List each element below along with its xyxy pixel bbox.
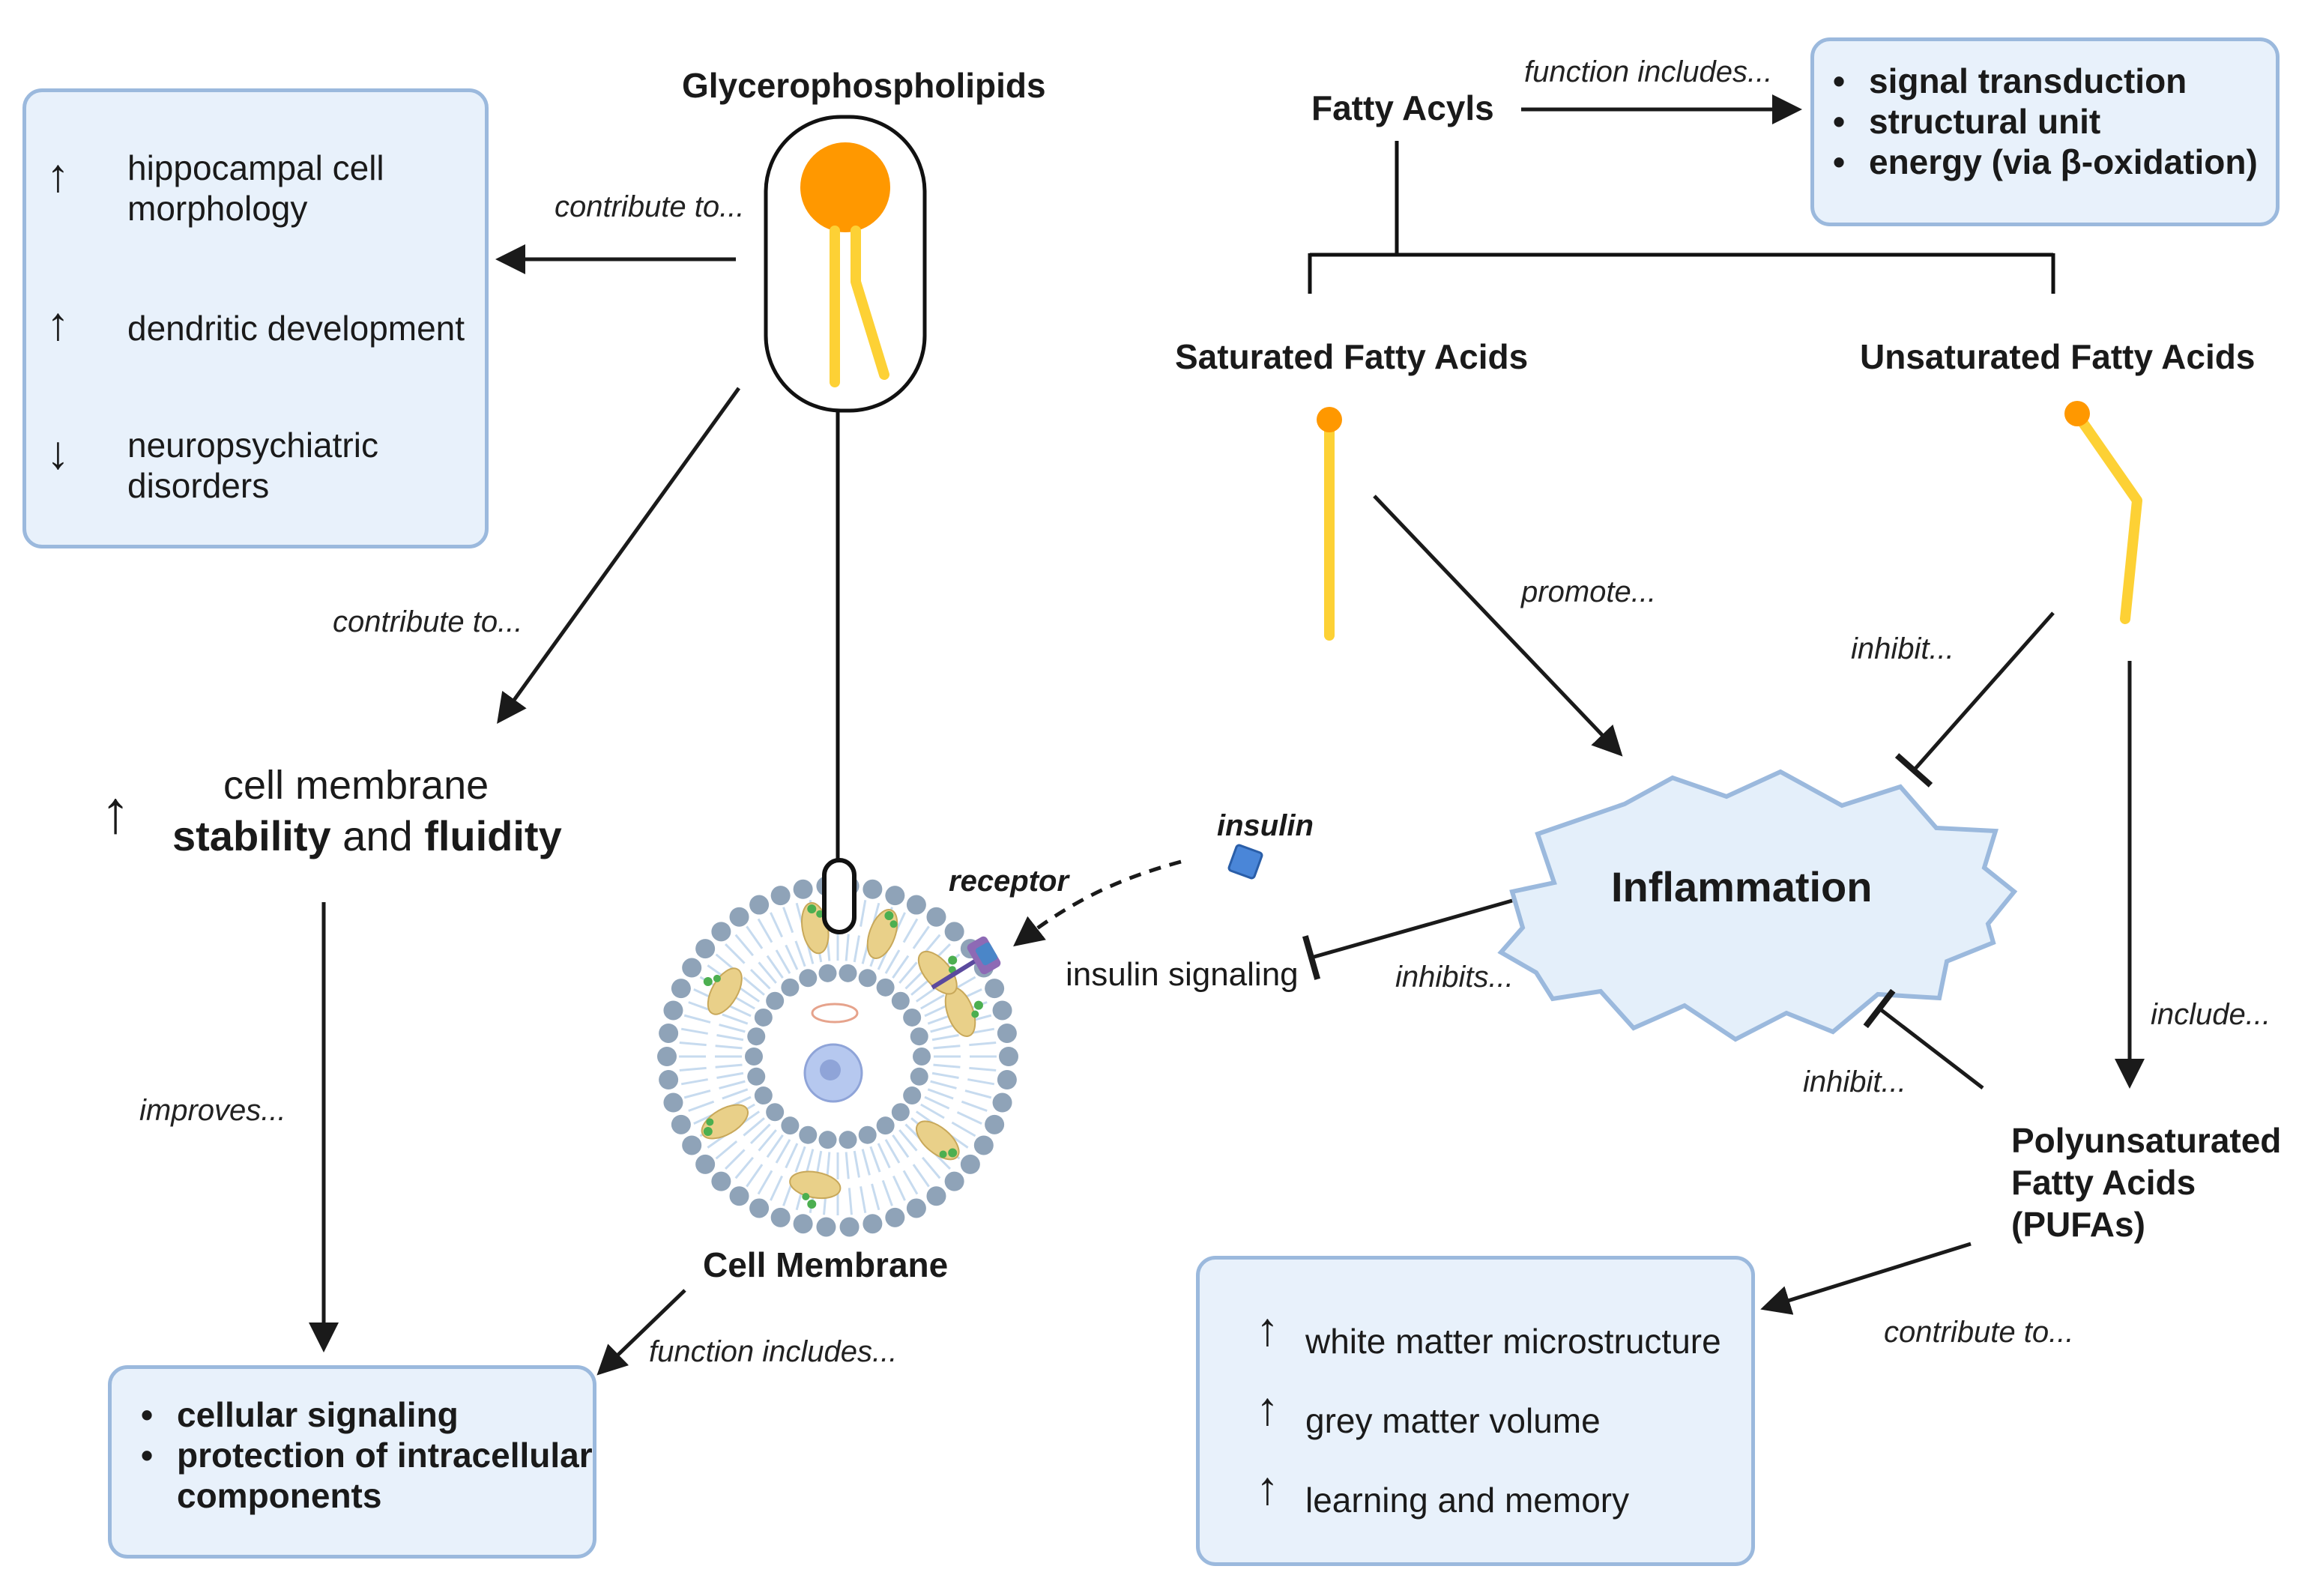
promote-label: promote... [1521,575,1657,608]
hippocampal-item-1-line2: morphology [127,189,308,228]
hippocampal-effects-box [22,88,489,548]
brain-item-2: grey matter volume [1305,1401,1601,1440]
unsaturated-title: Unsaturated Fatty Acids [1860,337,2256,376]
fatty-acyls-branch [1308,141,2055,294]
acyl-function-3: energy (via β-oxidation) [1833,141,2258,183]
hippocampal-item-3-line1: neuropsychiatric [127,426,378,465]
cell-function-1: cellular signaling [141,1394,459,1436]
up-arrow-icon: ↑ [46,298,70,350]
glyco-contribute-label-1: contribute to... [555,190,745,223]
fluidity-word: fluidity [424,812,562,859]
cell-membrane-function-label: function includes... [649,1335,898,1368]
hippocampal-item-3-line2: disorders [127,466,270,505]
arrow-glyco-to-membrane [497,387,741,725]
cell-membrane-title: Cell Membrane [703,1245,949,1284]
up-arrow-icon: ↑ [1256,1304,1279,1355]
unsaturated-fatty-acid-icon [2064,401,2142,624]
arrow-pufas-contribute [1760,1242,1972,1315]
down-arrow-icon: ↓ [46,427,70,479]
up-arrow-icon: ↑ [100,779,130,845]
membrane-stability-line2: stability and fluidity [172,811,562,862]
fatty-acyls-title: Fatty Acyls [1311,88,1494,127]
arrow-saturated-promote [1373,495,1623,757]
up-arrow-icon: ↑ [1256,1383,1279,1435]
cell-function-2: protection of intracellular [141,1434,593,1476]
up-arrow-icon: ↑ [46,150,70,202]
brain-effects-box [1196,1256,1755,1566]
brain-item-3: learning and memory [1305,1481,1630,1520]
pufa-line2: Fatty Acids [2011,1163,2196,1202]
cell-function-2-cont: components [177,1476,382,1515]
improves-label: improves... [139,1094,286,1127]
include-label: include... [2151,998,2271,1031]
saturated-title: Saturated Fatty Acids [1175,337,1529,376]
receptor-icon [931,936,1001,990]
pufa-line3: (PUFAs) [2011,1205,2145,1244]
pufa-contribute-label: contribute to... [1884,1316,2074,1349]
up-arrow-icon: ↑ [1256,1463,1279,1514]
receptor-label: receptor [949,865,1069,898]
glyco-contribute-label-2: contribute to... [333,605,523,638]
hippocampal-item-2-line1: dendritic development [127,309,465,348]
brain-item-1: white matter microstructure [1305,1322,1721,1361]
acyl-function-2: structural unit [1833,100,2100,142]
stability-word: stability [172,812,331,859]
hippocampal-item-1-line1: hippocampal cell [127,148,384,187]
arrow-insulin-to-receptor [1013,859,1182,947]
and-word: and [330,812,425,859]
arrow-membrane-to-functions [596,1289,686,1376]
unsaturated-inhibit-label: inhibit... [1851,632,1954,665]
saturated-fatty-acid-icon [1317,407,1342,641]
inflammation-title: Inflammation [1611,863,1873,910]
glycerophospholipids-title: Glycerophospholipids [682,66,1046,105]
glycerophospholipid-icon [764,115,927,862]
inhibit-pufas [1863,988,1984,1089]
inflammation-burst-icon [1497,769,2018,1042]
inhibit-unsaturated [1894,611,2055,788]
acyl-function-1: signal transduction [1833,60,2187,102]
inhibits-label: inhibits... [1395,961,1514,994]
inhibit-insulin-signaling [1302,898,1513,980]
membrane-stability-line1: cell membrane [223,763,489,808]
pufa-line1: Polyunsaturated [2011,1121,2282,1160]
membrane-clip-icon [822,858,857,934]
insulin-molecule-icon [1227,844,1263,880]
insulin-label: insulin [1217,809,1314,842]
fatty-acyls-function-label: function includes... [1524,55,1773,88]
pufa-inhibit-label: inhibit... [1803,1065,1906,1098]
insulin-signaling-label: insulin signaling [1066,956,1299,993]
